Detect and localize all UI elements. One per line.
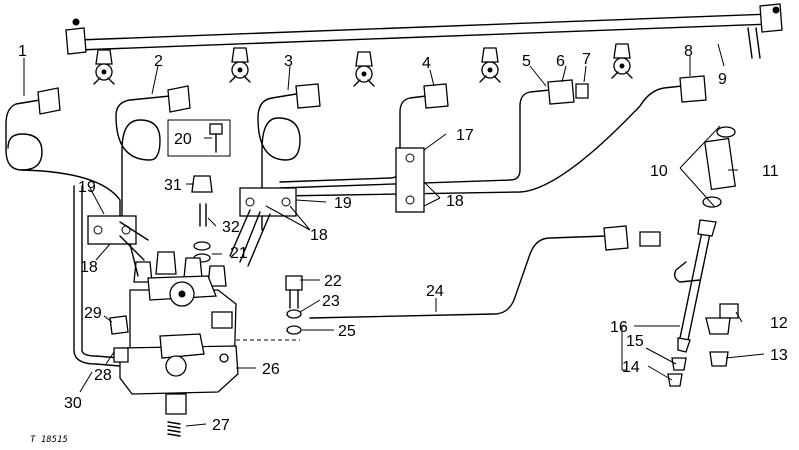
callout-labels: 1 2 3 4 5 6 7 8 9 10 11 12 13 14 15 16 1… bbox=[18, 43, 788, 434]
callout-29: 29 bbox=[84, 305, 102, 322]
injection-line-4 bbox=[279, 83, 449, 183]
callout-4: 4 bbox=[422, 55, 431, 72]
callout-24: 24 bbox=[426, 283, 444, 300]
callout-9: 9 bbox=[718, 71, 727, 88]
callout-1: 1 bbox=[18, 43, 27, 60]
injection-nozzle-assembly bbox=[673, 219, 717, 353]
callout-13: 13 bbox=[770, 347, 788, 364]
callout-8: 8 bbox=[684, 43, 693, 60]
hose-11 bbox=[702, 126, 736, 208]
callout-27: 27 bbox=[212, 417, 230, 434]
callout-12: 12 bbox=[770, 315, 788, 332]
nozzle-part-12 bbox=[705, 303, 739, 335]
line-clamp-17 bbox=[395, 147, 425, 213]
washer-14 bbox=[667, 373, 683, 387]
callout-7: 7 bbox=[582, 51, 591, 68]
injection-line-2 bbox=[115, 85, 191, 221]
callout-11: 11 bbox=[762, 163, 779, 180]
callout-31: 31 bbox=[164, 177, 182, 194]
callout-6: 6 bbox=[556, 53, 565, 70]
callout-18-left-clamp: 18 bbox=[80, 259, 98, 276]
callout-26: 26 bbox=[262, 361, 280, 378]
callout-3: 3 bbox=[284, 53, 293, 70]
fitting-31 bbox=[191, 175, 213, 193]
callout-19-right: 19 bbox=[334, 195, 352, 212]
leak-off-manifold bbox=[65, 3, 783, 59]
callout-18-clamp17: 18 bbox=[446, 193, 464, 210]
washer-23 bbox=[286, 309, 302, 319]
callout-22: 22 bbox=[324, 273, 342, 290]
callout-21: 21 bbox=[230, 245, 248, 262]
stud-32 bbox=[199, 203, 207, 227]
callout-15: 15 bbox=[626, 333, 644, 350]
injection-line-6 bbox=[279, 75, 707, 197]
injection-pump bbox=[73, 185, 300, 415]
leader-lines bbox=[23, 43, 765, 427]
callout-18-right-clamp: 18 bbox=[310, 227, 328, 244]
callout-19-left: 19 bbox=[78, 179, 96, 196]
callout-10: 10 bbox=[650, 163, 668, 180]
bolt-22 bbox=[285, 275, 303, 309]
clamp-bolt-20 bbox=[167, 119, 231, 157]
injection-line-5 bbox=[279, 79, 589, 189]
callout-5: 5 bbox=[522, 53, 531, 70]
injection-line-1 bbox=[5, 87, 121, 231]
seal-15 bbox=[671, 357, 687, 371]
callout-30: 30 bbox=[64, 395, 82, 412]
washer-25 bbox=[286, 325, 302, 335]
callout-17: 17 bbox=[456, 127, 474, 144]
seal-13 bbox=[709, 351, 729, 367]
callout-23: 23 bbox=[322, 293, 340, 310]
manifold-banjo-fittings bbox=[93, 43, 633, 87]
bracket-16 bbox=[621, 325, 626, 371]
callout-14: 14 bbox=[622, 359, 640, 376]
callout-16: 16 bbox=[610, 319, 628, 336]
callout-2: 2 bbox=[154, 53, 163, 70]
callout-28: 28 bbox=[94, 367, 112, 384]
callout-32: 32 bbox=[222, 219, 240, 236]
line-clamp-left bbox=[87, 215, 137, 245]
callout-20: 20 bbox=[174, 131, 192, 148]
line-clamp-right bbox=[239, 187, 297, 217]
injection-line-3 bbox=[257, 83, 321, 231]
spring-27 bbox=[167, 421, 181, 437]
figure-id: T 18515 bbox=[30, 435, 68, 445]
callout-25: 25 bbox=[338, 323, 356, 340]
injection-line-24 bbox=[309, 225, 661, 319]
